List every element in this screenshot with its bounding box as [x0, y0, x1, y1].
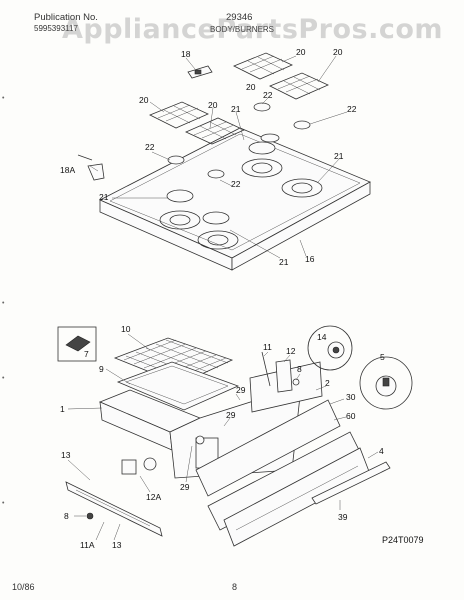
callout-label: 29: [236, 385, 246, 395]
edge-mark: •: [2, 375, 5, 382]
screw-8-top: [292, 378, 300, 386]
maintop-recess: [109, 133, 361, 251]
burner-caps: [167, 102, 311, 179]
side-bracket: [77, 154, 105, 181]
callout-label: 20: [139, 95, 149, 105]
maintop-side-edge: [231, 181, 371, 271]
callout-label: 10: [121, 324, 131, 334]
pan-inner: [125, 365, 229, 405]
callout-label: 20: [333, 47, 343, 57]
callout-label: 22: [231, 179, 241, 189]
callout-label: 11: [263, 342, 272, 352]
publication-label: Publication No.: [34, 12, 98, 23]
bracket-12a: [121, 459, 137, 475]
door-frame: [195, 399, 341, 497]
edge-mark: •: [2, 95, 5, 102]
cooktop-assembly: [77, 52, 371, 271]
page-number: 8: [232, 582, 238, 592]
maintop-panel: [99, 127, 371, 259]
model-number: 29346: [226, 12, 253, 23]
callout-label: 18A: [60, 165, 75, 175]
callout-label: 12: [286, 346, 296, 356]
orifice-fitting: [143, 457, 157, 471]
callout-label: 22: [347, 104, 357, 114]
broiler-assembly: [57, 325, 413, 547]
edge-mark: •: [2, 300, 5, 307]
diagram-code: P24T0079: [382, 535, 424, 545]
callout-label: 16: [305, 254, 315, 264]
footer-date: 10/86: [12, 582, 35, 592]
edge-mark: •: [2, 500, 5, 507]
callout-label: 21: [99, 192, 109, 202]
burner-grates: [149, 52, 329, 145]
callout-label: 12A: [146, 492, 161, 502]
callout-label: 2: [325, 378, 330, 388]
callout-label: 21: [334, 151, 344, 161]
callout-label: 4: [379, 446, 384, 456]
section-title: BODY/BURNERS: [210, 25, 275, 34]
callout-label: 9: [99, 364, 104, 374]
callout-label: 11A: [80, 540, 95, 550]
callout-label: 29: [180, 482, 190, 492]
callout-label: 13: [112, 540, 122, 550]
callout-label: 20: [246, 82, 256, 92]
callout-label: 20: [208, 100, 218, 110]
bottom-callouts: 10 7 9 1 11 12 14 5 8 2 30 60 4 29 29 13…: [60, 324, 385, 550]
inset-box: [57, 326, 97, 362]
callout-label: 1: [60, 404, 65, 414]
valve-bracket: [187, 65, 213, 79]
callout-label: 22: [145, 142, 155, 152]
callout-label: 5: [380, 352, 385, 362]
callout-label: 7: [84, 349, 89, 359]
callout-label: 8: [297, 364, 302, 374]
callout-label: 21: [231, 104, 241, 114]
callout-label: 20: [296, 47, 306, 57]
inset-part: [65, 335, 91, 352]
rod-11: [261, 351, 271, 387]
kick-plate: [311, 461, 391, 505]
callout-label: 21: [279, 257, 289, 267]
knob-detail-circle: [359, 356, 413, 410]
knob-detail-circle: [307, 325, 353, 371]
rail-line: [75, 489, 151, 527]
top-leader-lines: [89, 55, 348, 259]
knob-indicator: [382, 377, 390, 387]
callout-label: 60: [346, 411, 356, 421]
door-line: [235, 465, 359, 531]
broiler-pan: [116, 361, 240, 411]
screw-8: [86, 512, 94, 520]
callout-label: 18: [181, 49, 191, 59]
publication-number: 5995393117: [34, 24, 78, 33]
burner-rings: [166, 133, 280, 225]
callout-label: 14: [317, 332, 327, 342]
burner-wells: [159, 158, 323, 250]
burner-rail: [65, 481, 163, 537]
callout-label: 13: [61, 450, 71, 460]
bottom-leader-lines: [67, 333, 379, 541]
watermark-logo: AppliancePartsPros.com: [62, 14, 444, 45]
callout-label: 30: [346, 392, 356, 402]
callout-label: 29: [226, 410, 236, 420]
callout-label: 8: [64, 511, 69, 521]
fitting-29: [195, 435, 205, 445]
knob-hub: [332, 346, 340, 354]
top-callouts: 18 20 20 20 20 20 22 22 21 22 21 18A 22 …: [60, 47, 357, 267]
callout-label: 39: [338, 512, 348, 522]
bracket-12: [275, 359, 293, 393]
callout-label: 22: [263, 90, 273, 100]
